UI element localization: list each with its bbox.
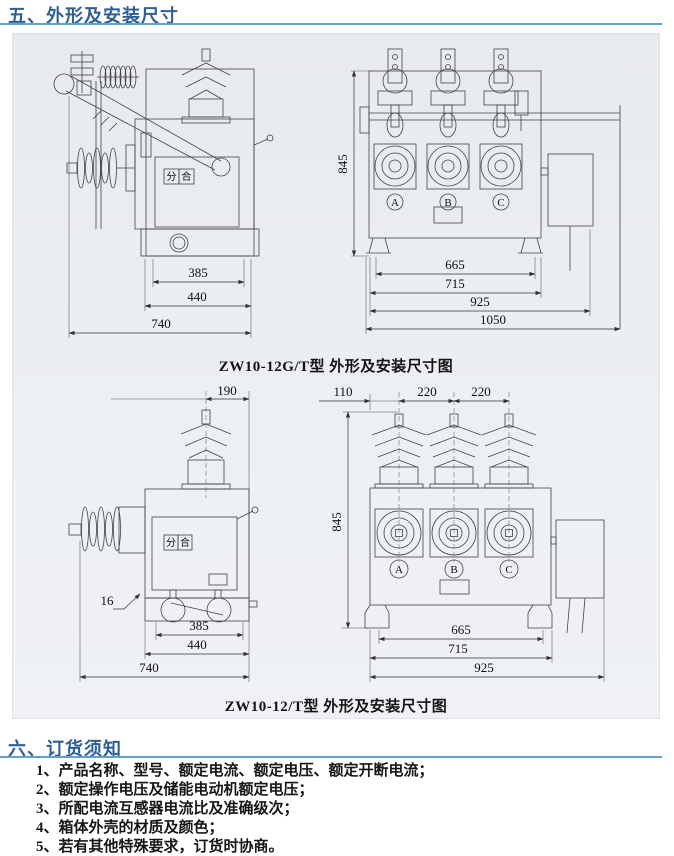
pole-a: A bbox=[373, 48, 417, 211]
svg-text:740: 740 bbox=[139, 660, 159, 675]
svg-text:A: A bbox=[395, 564, 403, 576]
dim-740: 740 bbox=[68, 96, 252, 338]
breaker-frame bbox=[359, 70, 621, 329]
dim-665: 665 bbox=[375, 257, 536, 279]
control-box bbox=[550, 519, 605, 634]
svg-text:1050: 1050 bbox=[480, 312, 506, 327]
dim-845: 845 bbox=[335, 70, 369, 257]
dim-220-ab: 220 bbox=[398, 384, 455, 404]
svg-text:715: 715 bbox=[448, 641, 468, 656]
svg-text:C: C bbox=[505, 564, 512, 576]
centerlines bbox=[398, 392, 510, 562]
svg-text:740: 740 bbox=[151, 316, 171, 331]
figure-g-front-view: 845 A bbox=[335, 48, 621, 334]
breaker-frame bbox=[95, 68, 260, 257]
section-ordering-heading: 六、订货须知 bbox=[8, 739, 122, 760]
svg-text:715: 715 bbox=[445, 276, 465, 291]
nameplate bbox=[439, 579, 470, 595]
ordering-note-item: 5、若有其他特殊要求，订货时协商。 bbox=[36, 839, 284, 855]
svg-text:190: 190 bbox=[217, 383, 237, 398]
svg-text:B: B bbox=[450, 564, 457, 576]
svg-text:845: 845 bbox=[335, 154, 350, 174]
dim-190: 190 bbox=[111, 383, 250, 402]
nameplate bbox=[433, 206, 463, 224]
dim-110: 110 bbox=[319, 384, 399, 410]
note-16-leader: 16 bbox=[101, 593, 141, 610]
terminal-bracket bbox=[70, 51, 94, 96]
figure-t-side-view: 190 分 合 bbox=[68, 383, 259, 682]
insulator-c bbox=[481, 413, 537, 489]
svg-text:925: 925 bbox=[470, 294, 490, 309]
insulator-a bbox=[371, 413, 427, 489]
svg-text:合: 合 bbox=[180, 536, 190, 549]
mounting-legs bbox=[366, 237, 543, 254]
mounting-legs bbox=[364, 604, 553, 629]
control-box bbox=[540, 153, 594, 271]
figure-g-caption: ZW10-12G/T型 外形及安装尺寸图 bbox=[218, 359, 454, 375]
dim-665: 665 bbox=[378, 622, 544, 644]
pole-b: B bbox=[429, 508, 479, 579]
svg-text:665: 665 bbox=[445, 257, 465, 272]
svg-text:分: 分 bbox=[166, 537, 176, 549]
figure-t-front-view: 110 220 220 845 bbox=[319, 384, 605, 682]
svg-text:925: 925 bbox=[474, 660, 494, 675]
dim-740: 740 bbox=[79, 541, 250, 682]
breaker-tank bbox=[369, 487, 552, 606]
ordering-note-item: 1、产品名称、型号、额定电流、额定电压、额定开断电流； bbox=[36, 763, 434, 779]
ordering-notes-list: 1、产品名称、型号、额定电流、额定电压、额定开断电流； 2、额定操作电压及储能电… bbox=[36, 762, 636, 856]
dim-925: 925 bbox=[369, 229, 591, 316]
section-dimensions-rule bbox=[0, 23, 662, 25]
open-close-indicator: 分 合 bbox=[163, 168, 195, 185]
dim-845: 845 bbox=[329, 411, 397, 629]
spring-coil bbox=[97, 65, 139, 89]
dim-385: 385 bbox=[152, 259, 245, 287]
svg-text:665: 665 bbox=[451, 622, 471, 637]
upper-insulator bbox=[181, 48, 231, 124]
manual-operating-lever bbox=[53, 73, 231, 177]
pole-a: A bbox=[374, 508, 424, 579]
dim-715: 715 bbox=[369, 630, 553, 682]
side-insulator bbox=[66, 147, 135, 189]
open-close-indicator: 分 合 bbox=[163, 534, 193, 551]
dim-220-bc: 220 bbox=[453, 384, 510, 404]
ordering-note-item: 4、箱体外壳的材质及颜色； bbox=[36, 820, 224, 836]
svg-text:A: A bbox=[391, 197, 399, 209]
undercarriage bbox=[144, 589, 258, 623]
dim-440: 440 bbox=[144, 622, 250, 659]
svg-text:845: 845 bbox=[329, 512, 344, 532]
svg-text:220: 220 bbox=[417, 384, 437, 399]
figure-g-side-view: 分 合 bbox=[53, 48, 274, 338]
svg-text:385: 385 bbox=[188, 265, 208, 280]
dim-385: 385 bbox=[155, 618, 244, 640]
dim-440: 440 bbox=[144, 259, 252, 311]
svg-text:110: 110 bbox=[333, 384, 352, 399]
svg-text:合: 合 bbox=[182, 170, 192, 183]
svg-text:分: 分 bbox=[167, 171, 177, 183]
svg-text:220: 220 bbox=[471, 384, 491, 399]
dim-925: 925 bbox=[369, 598, 605, 682]
cabinet-handle bbox=[253, 134, 274, 146]
svg-text:C: C bbox=[497, 197, 504, 209]
svg-text:385: 385 bbox=[189, 618, 209, 633]
ordering-note-item: 2、额定操作电压及储能电动机额定电压； bbox=[36, 782, 314, 798]
pole-c: C bbox=[479, 48, 523, 211]
pole-c: C bbox=[484, 508, 534, 579]
drawings-panel: 分 合 bbox=[12, 33, 660, 719]
dim-715: 715 bbox=[369, 257, 542, 316]
svg-text:16: 16 bbox=[101, 593, 115, 608]
svg-text:B: B bbox=[444, 197, 451, 209]
section-dimensions-heading: 五、外形及安装尺寸 bbox=[8, 6, 179, 27]
breaker-cabinet bbox=[144, 488, 259, 599]
svg-text:440: 440 bbox=[187, 289, 207, 304]
svg-text:440: 440 bbox=[187, 637, 207, 652]
insulator-b bbox=[426, 413, 482, 489]
figure-t-caption: ZW10-12/T型 外形及安装尺寸图 bbox=[224, 699, 448, 715]
pole-b: B bbox=[426, 48, 470, 211]
section-ordering-rule bbox=[0, 756, 662, 758]
dim-1050: 1050 bbox=[365, 257, 621, 334]
side-insulator bbox=[68, 506, 146, 554]
ordering-note-item: 3、所配电流互感器电流比及准确级次； bbox=[36, 801, 299, 817]
